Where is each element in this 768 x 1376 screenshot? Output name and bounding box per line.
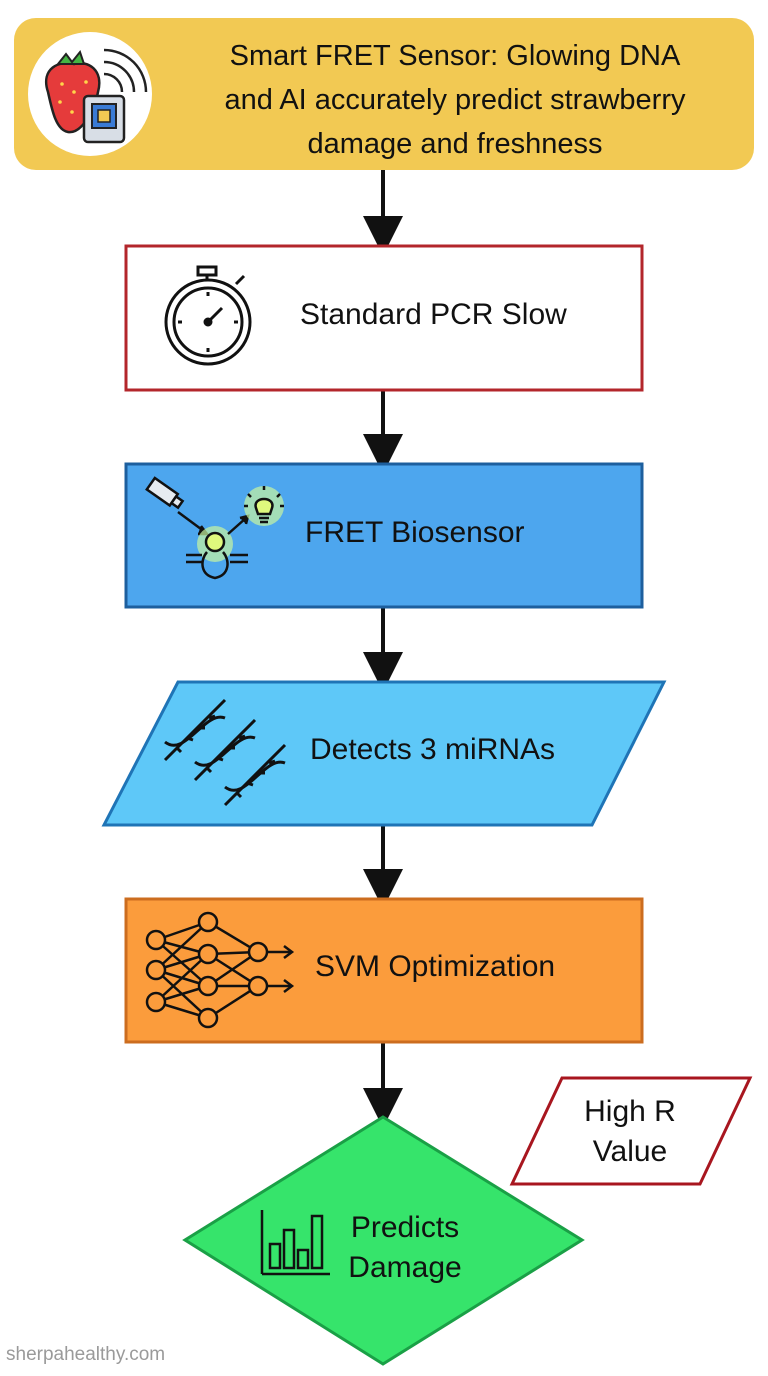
bar-chart-icon bbox=[260, 1210, 330, 1276]
laser-bulb-icon bbox=[145, 476, 284, 580]
node-svm-label: SVM Optimization bbox=[315, 950, 556, 983]
title-line-2: and AI accurately predict strawberry bbox=[224, 84, 686, 116]
strawberry-sensor-icon bbox=[28, 32, 152, 156]
node-mirna bbox=[101, 680, 667, 827]
stopwatch-icon bbox=[164, 265, 252, 366]
node-rvalue-line-2: Value bbox=[592, 1135, 668, 1168]
node-damage-line-1: Predicts bbox=[350, 1211, 460, 1244]
neural-network-icon bbox=[145, 911, 295, 1029]
node-rvalue bbox=[509, 1076, 753, 1186]
diagram-title: Smart FRET Sensor: Glowing DNA and AI ac… bbox=[160, 34, 750, 166]
watermark: sherpahealthy.com bbox=[6, 1344, 166, 1365]
node-damage bbox=[182, 1115, 585, 1366]
node-rvalue-label: High R Value bbox=[565, 1092, 695, 1172]
node-mirna-label: Detects 3 miRNAs bbox=[310, 733, 556, 766]
node-fret-label: FRET Biosensor bbox=[305, 516, 525, 549]
node-damage-line-2: Damage bbox=[348, 1251, 462, 1284]
title-line-3: damage and freshness bbox=[307, 128, 603, 160]
title-line-1: Smart FRET Sensor: Glowing DNA bbox=[229, 40, 681, 72]
node-pcr-label: Standard PCR Slow bbox=[300, 298, 567, 331]
node-rvalue-line-1: High R bbox=[584, 1095, 676, 1128]
node-damage-label: Predicts Damage bbox=[335, 1208, 475, 1288]
header-box bbox=[14, 18, 754, 170]
dna-icon bbox=[163, 698, 287, 807]
